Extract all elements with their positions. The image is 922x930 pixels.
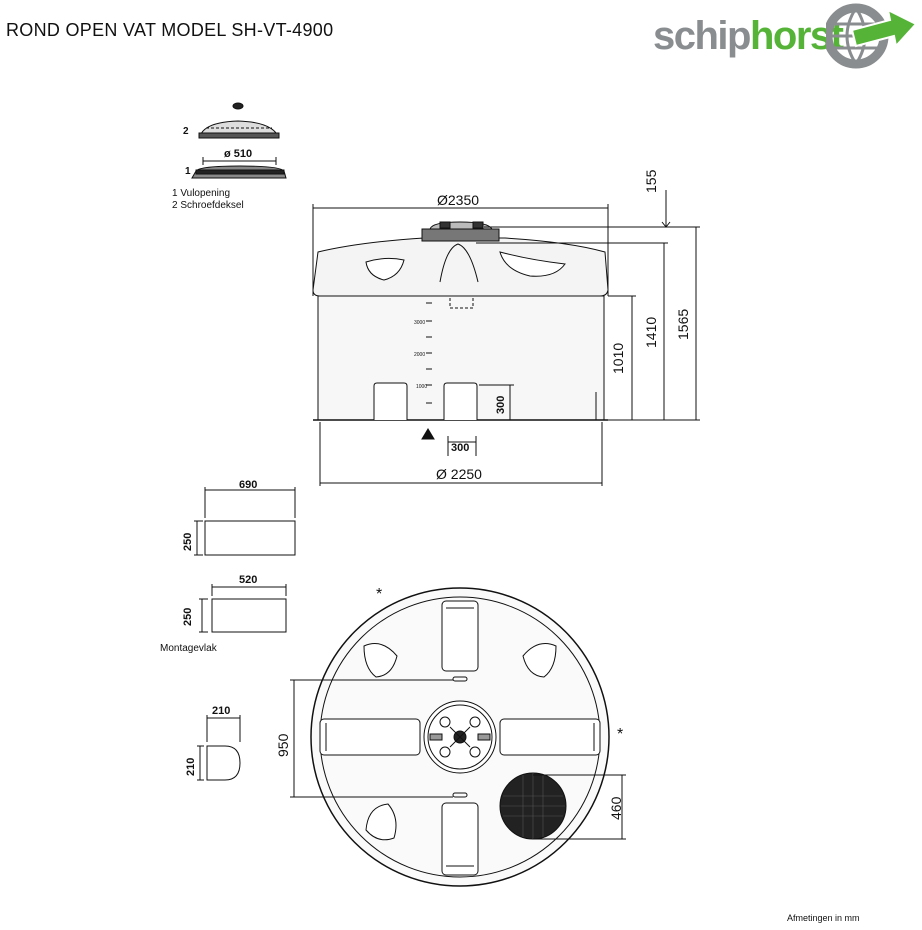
bottom-diameter-label: Ø 2250 bbox=[436, 466, 482, 482]
scale-label-1000: 1000 bbox=[416, 384, 428, 390]
scale-label-2000: 2000 bbox=[414, 352, 426, 358]
legend-marker-2: 2 bbox=[183, 126, 189, 137]
lid-detail bbox=[191, 102, 287, 179]
logo-text-part1: schip bbox=[653, 14, 751, 58]
block-520x250 bbox=[199, 584, 287, 633]
legend-marker-1: 1 bbox=[185, 166, 191, 177]
legend-item-schroefdeksel: 2 Schroefdeksel bbox=[172, 200, 244, 211]
foot-width-label: 300 bbox=[451, 442, 470, 454]
block-c-height-label: 210 bbox=[185, 757, 197, 776]
block-a-height-label: 250 bbox=[182, 532, 194, 551]
scale-label-3000: 3000 bbox=[414, 320, 426, 326]
tank-top-view bbox=[290, 587, 626, 887]
brand-logo: schiphorst bbox=[650, 2, 920, 70]
legend-item-vulopening: 1 Vulopening bbox=[172, 188, 231, 199]
total-height-label: 1565 bbox=[675, 308, 691, 340]
wall-height-label: 1010 bbox=[610, 342, 626, 374]
opening-diameter-label: ø 510 bbox=[224, 148, 253, 160]
block-b-width-label: 520 bbox=[239, 574, 258, 586]
asterisk-marker-top: * bbox=[376, 586, 383, 603]
tank-side-view bbox=[312, 190, 700, 486]
units-note: Afmetingen in mm bbox=[787, 913, 860, 923]
lid-height-label: 155 bbox=[643, 169, 659, 193]
montagevlak-label: Montagevlak bbox=[160, 643, 217, 654]
block-c-width-label: 210 bbox=[212, 705, 231, 717]
top-diameter-label: Ø2350 bbox=[437, 192, 480, 208]
block-b-height-label: 250 bbox=[182, 607, 194, 626]
top-view-460-label: 460 bbox=[608, 796, 624, 820]
asterisk-marker-right: * bbox=[617, 726, 624, 743]
foot-block-210 bbox=[197, 715, 241, 781]
shoulder-height-label: 1410 bbox=[643, 316, 659, 348]
block-a-width-label: 690 bbox=[239, 479, 258, 491]
foot-height-label: 300 bbox=[495, 395, 507, 414]
block-690x250 bbox=[194, 487, 296, 556]
logo-wordmark: schiphorst bbox=[653, 14, 844, 59]
top-view-950-label: 950 bbox=[275, 733, 291, 757]
globe-arrow-icon bbox=[826, 3, 918, 69]
page-title: ROND OPEN VAT MODEL SH-VT-4900 bbox=[6, 20, 334, 40]
